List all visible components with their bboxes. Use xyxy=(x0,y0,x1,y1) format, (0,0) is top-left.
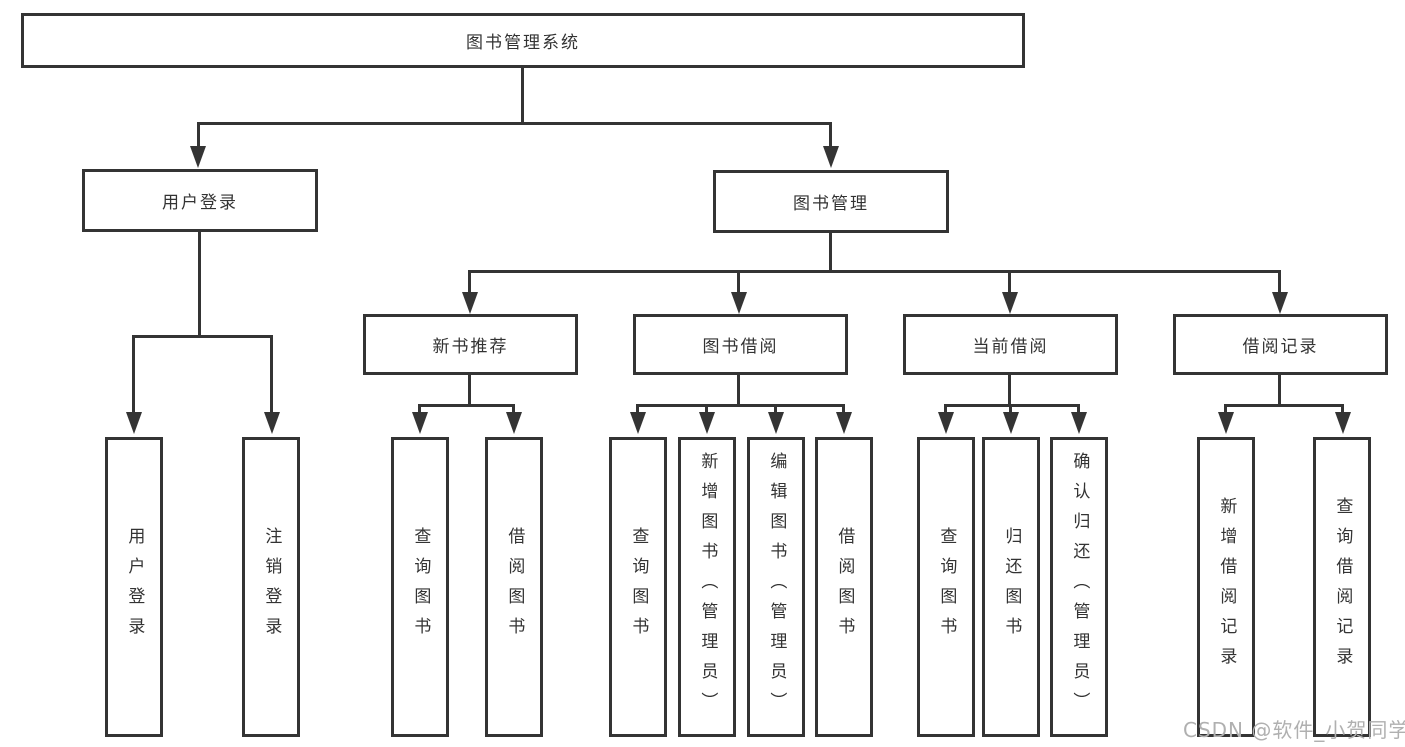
arrow-down-icon xyxy=(506,412,522,434)
connector-line xyxy=(944,404,947,412)
arrow-down-icon xyxy=(1002,292,1018,314)
connector-line xyxy=(1009,404,1012,412)
arrow-down-icon xyxy=(731,292,747,314)
leaf-borrow-books: 借阅图书 xyxy=(815,437,873,737)
leaf-borrow-books-recommend: 借阅图书 xyxy=(485,437,543,737)
connector-line xyxy=(512,404,515,412)
connector-line xyxy=(198,232,201,335)
arrow-down-icon xyxy=(1003,412,1019,434)
connector-line xyxy=(636,404,639,412)
node-label: 当前借阅 xyxy=(972,337,1049,357)
connector-line xyxy=(132,335,273,338)
leaf-label: 用户登录 xyxy=(124,527,145,647)
connector-line xyxy=(418,404,421,412)
arrow-down-icon xyxy=(630,412,646,434)
csdn-watermark: CSDN @软件_小贺同学 xyxy=(1183,718,1405,742)
connector-line xyxy=(1008,270,1011,292)
connector-line xyxy=(418,404,515,407)
node-label: 图书管理系统 xyxy=(466,33,580,53)
arrow-down-icon xyxy=(699,412,715,434)
node-borrow-records: 借阅记录 xyxy=(1173,314,1388,375)
leaf-add-borrow-record: 新增借阅记录 xyxy=(1197,437,1255,737)
node-label: 新书推荐 xyxy=(432,337,509,357)
connector-line xyxy=(132,335,135,412)
leaf-label: 新增借阅记录 xyxy=(1216,497,1237,677)
connector-line xyxy=(1278,375,1281,404)
node-book-management: 图书管理 xyxy=(713,170,949,233)
node-label: 图书借阅 xyxy=(702,337,779,357)
leaf-label: 新增图书（管理员） xyxy=(697,452,718,722)
node-user-login: 用户登录 xyxy=(82,169,318,232)
connector-line xyxy=(1278,270,1281,292)
arrow-down-icon xyxy=(1071,412,1087,434)
arrow-down-icon xyxy=(768,412,784,434)
node-new-book-recommend: 新书推荐 xyxy=(363,314,578,375)
leaf-query-books-recommend: 查询图书 xyxy=(391,437,449,737)
connector-line xyxy=(944,404,1080,407)
arrow-down-icon xyxy=(190,146,206,168)
connector-line xyxy=(1008,375,1011,404)
connector-line xyxy=(1341,404,1344,412)
leaf-query-books-current: 查询图书 xyxy=(917,437,975,737)
connector-line xyxy=(737,270,740,292)
connector-line xyxy=(468,270,471,292)
arrow-down-icon xyxy=(836,412,852,434)
node-label: 用户登录 xyxy=(162,193,238,213)
connector-line xyxy=(197,122,832,125)
leaf-label: 查询图书 xyxy=(628,527,649,647)
arrow-down-icon xyxy=(1272,292,1288,314)
arrow-down-icon xyxy=(1218,412,1234,434)
connector-line xyxy=(737,375,740,404)
leaf-user-login: 用户登录 xyxy=(105,437,163,737)
connector-line xyxy=(1224,404,1344,407)
connector-line xyxy=(468,270,1281,273)
arrow-down-icon xyxy=(1335,412,1351,434)
leaf-label: 查询图书 xyxy=(410,527,431,647)
connector-line xyxy=(468,375,471,404)
connector-line xyxy=(270,335,273,412)
leaf-query-books: 查询图书 xyxy=(609,437,667,737)
connector-line xyxy=(705,404,708,412)
connector-line xyxy=(829,122,832,148)
leaf-add-books-admin: 新增图书（管理员） xyxy=(678,437,736,737)
leaf-label: 查询图书 xyxy=(936,527,957,647)
leaf-label: 注销登录 xyxy=(261,527,282,647)
leaf-confirm-return-admin: 确认归还（管理员） xyxy=(1050,437,1108,737)
arrow-down-icon xyxy=(126,412,142,434)
connector-line xyxy=(197,122,200,148)
leaf-label: 借阅图书 xyxy=(504,527,525,647)
connector-line xyxy=(1224,404,1227,412)
connector-line xyxy=(829,233,832,270)
node-label: 图书管理 xyxy=(793,194,869,214)
connector-line xyxy=(521,68,524,122)
connector-line xyxy=(774,404,777,412)
node-book-borrow: 图书借阅 xyxy=(633,314,848,375)
leaf-logout: 注销登录 xyxy=(242,437,300,737)
node-current-borrow: 当前借阅 xyxy=(903,314,1118,375)
leaf-edit-books-admin: 编辑图书（管理员） xyxy=(747,437,805,737)
node-system-root: 图书管理系统 xyxy=(21,13,1025,68)
arrow-down-icon xyxy=(462,292,478,314)
arrow-down-icon xyxy=(264,412,280,434)
arrow-down-icon xyxy=(823,146,839,168)
node-label: 借阅记录 xyxy=(1242,337,1319,357)
connector-line xyxy=(842,404,845,412)
leaf-label: 借阅图书 xyxy=(834,527,855,647)
leaf-return-books: 归还图书 xyxy=(982,437,1040,737)
leaf-query-borrow-record: 查询借阅记录 xyxy=(1313,437,1371,737)
arrow-down-icon xyxy=(938,412,954,434)
leaf-label: 编辑图书（管理员） xyxy=(766,452,787,722)
connector-line xyxy=(636,404,845,407)
arrow-down-icon xyxy=(412,412,428,434)
leaf-label: 确认归还（管理员） xyxy=(1069,452,1090,722)
leaf-label: 归还图书 xyxy=(1001,527,1022,647)
leaf-label: 查询借阅记录 xyxy=(1332,497,1353,677)
connector-line xyxy=(1077,404,1080,412)
